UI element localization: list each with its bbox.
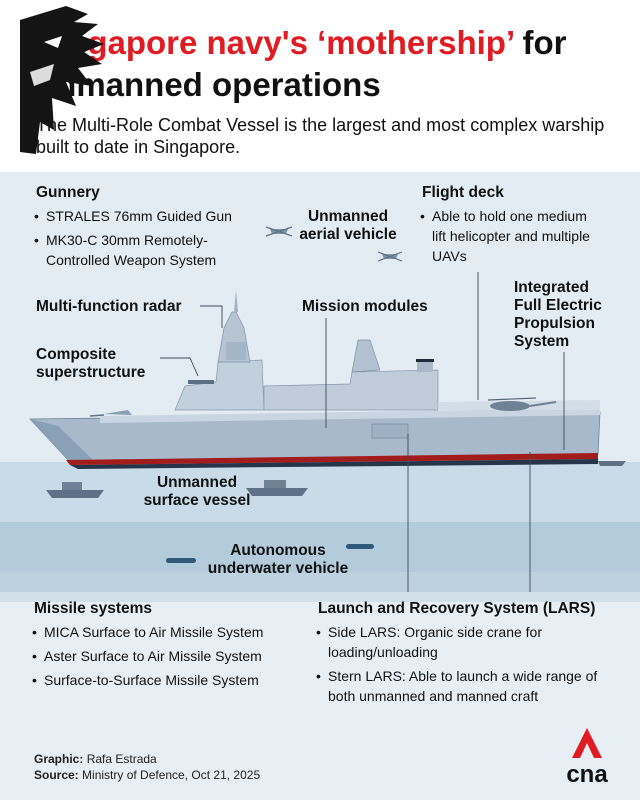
cna-logo-icon: cna — [566, 728, 608, 786]
cna-logo-text: cna — [566, 761, 608, 786]
list-item: Aster Surface to Air Missile System — [32, 646, 312, 666]
usv-line-1: Unmanned — [156, 474, 238, 491]
header-background — [0, 0, 640, 172]
usv-line-2: surface vessel — [143, 492, 251, 509]
page-title: Singapore navy's ‘mothership’ for unmann… — [36, 22, 626, 106]
lion-head-logo-icon — [20, 6, 104, 154]
missiles-heading: Missile systems — [34, 600, 153, 617]
uav-icon — [265, 226, 293, 237]
uav-label-line-1: Unmanned — [307, 208, 389, 225]
auv-line-1: Autonomous — [230, 542, 326, 559]
uav-label: Unmanned aerial vehicle — [292, 208, 404, 244]
list-item: STRALES 76mm Guided Gun — [34, 206, 254, 226]
propulsion-line-3: Propulsion — [514, 315, 595, 332]
uav-label-line-2: aerial vehicle — [299, 226, 397, 243]
footer-graphic-key: Graphic: — [34, 752, 84, 766]
auv-icon — [346, 544, 374, 549]
list-item: Able to hold one medium lift helicopter … — [420, 206, 600, 266]
leader-lines — [160, 272, 565, 592]
propulsion-label: Integrated Full Electric Propulsion Syst… — [514, 279, 624, 351]
helicopter-icon — [487, 397, 557, 411]
list-item: Surface-to-Surface Missile System — [32, 670, 312, 690]
propulsion-line-2: Full Electric — [514, 297, 602, 314]
composite-line-2: superstructure — [36, 364, 146, 381]
flight-deck-heading: Flight deck — [422, 184, 504, 201]
footer-source-key: Source: — [34, 768, 79, 782]
auv-icon — [166, 558, 196, 563]
lars-heading: Launch and Recovery System (LARS) — [318, 600, 596, 617]
title-highlight: Singapore navy's ‘mothership’ — [36, 24, 514, 61]
flight-deck-list: Able to hold one medium lift helicopter … — [420, 206, 600, 270]
propulsion-line-1: Integrated — [514, 279, 589, 296]
radar-label: Multi-function radar — [36, 298, 182, 315]
missiles-list: MICA Surface to Air Missile System Aster… — [32, 622, 312, 694]
auv-line-2: underwater vehicle — [207, 560, 349, 577]
usv-label: Unmanned surface vessel — [122, 474, 272, 510]
page-subtitle: The Multi-Role Combat Vessel is the larg… — [36, 115, 605, 157]
sea-surface — [0, 462, 640, 522]
footer-source: Source: Ministry of Defence, Oct 21, 202… — [34, 768, 260, 782]
gunnery-heading: Gunnery — [36, 184, 100, 201]
title-line-2: unmanned operations — [36, 66, 381, 103]
warship — [29, 290, 601, 469]
list-item: MICA Surface to Air Missile System — [32, 622, 312, 642]
usv-icon — [46, 482, 104, 498]
auv-label: Autonomous underwater vehicle — [196, 542, 360, 578]
hull-waterline — [66, 453, 598, 465]
propulsion-line-4: System — [514, 333, 570, 350]
list-item: MK30-C 30mm Remotely-Controlled Weapon S… — [34, 230, 254, 270]
stern-craft-icon — [598, 461, 626, 466]
gunnery-list: STRALES 76mm Guided Gun MK30-C 30mm Remo… — [34, 206, 254, 274]
footer-graphic-value: Rafa Estrada — [86, 752, 157, 766]
title-rest: for — [513, 24, 567, 61]
list-item: Stern LARS: Able to launch a wide range … — [316, 666, 616, 706]
mission-modules-label: Mission modules — [302, 298, 428, 315]
list-item: Side LARS: Organic side crane for loadin… — [316, 622, 616, 662]
composite-label: Composite superstructure — [36, 346, 145, 382]
uav-icon — [377, 251, 403, 262]
lars-list: Side LARS: Organic side crane for loadin… — [316, 622, 616, 710]
footer-credit: Graphic: Rafa Estrada — [34, 752, 157, 766]
usv-icon — [246, 480, 308, 496]
footer-source-value: Ministry of Defence, Oct 21, 2025 — [82, 768, 261, 782]
composite-line-1: Composite — [36, 346, 117, 363]
main-gun-icon — [104, 410, 132, 415]
